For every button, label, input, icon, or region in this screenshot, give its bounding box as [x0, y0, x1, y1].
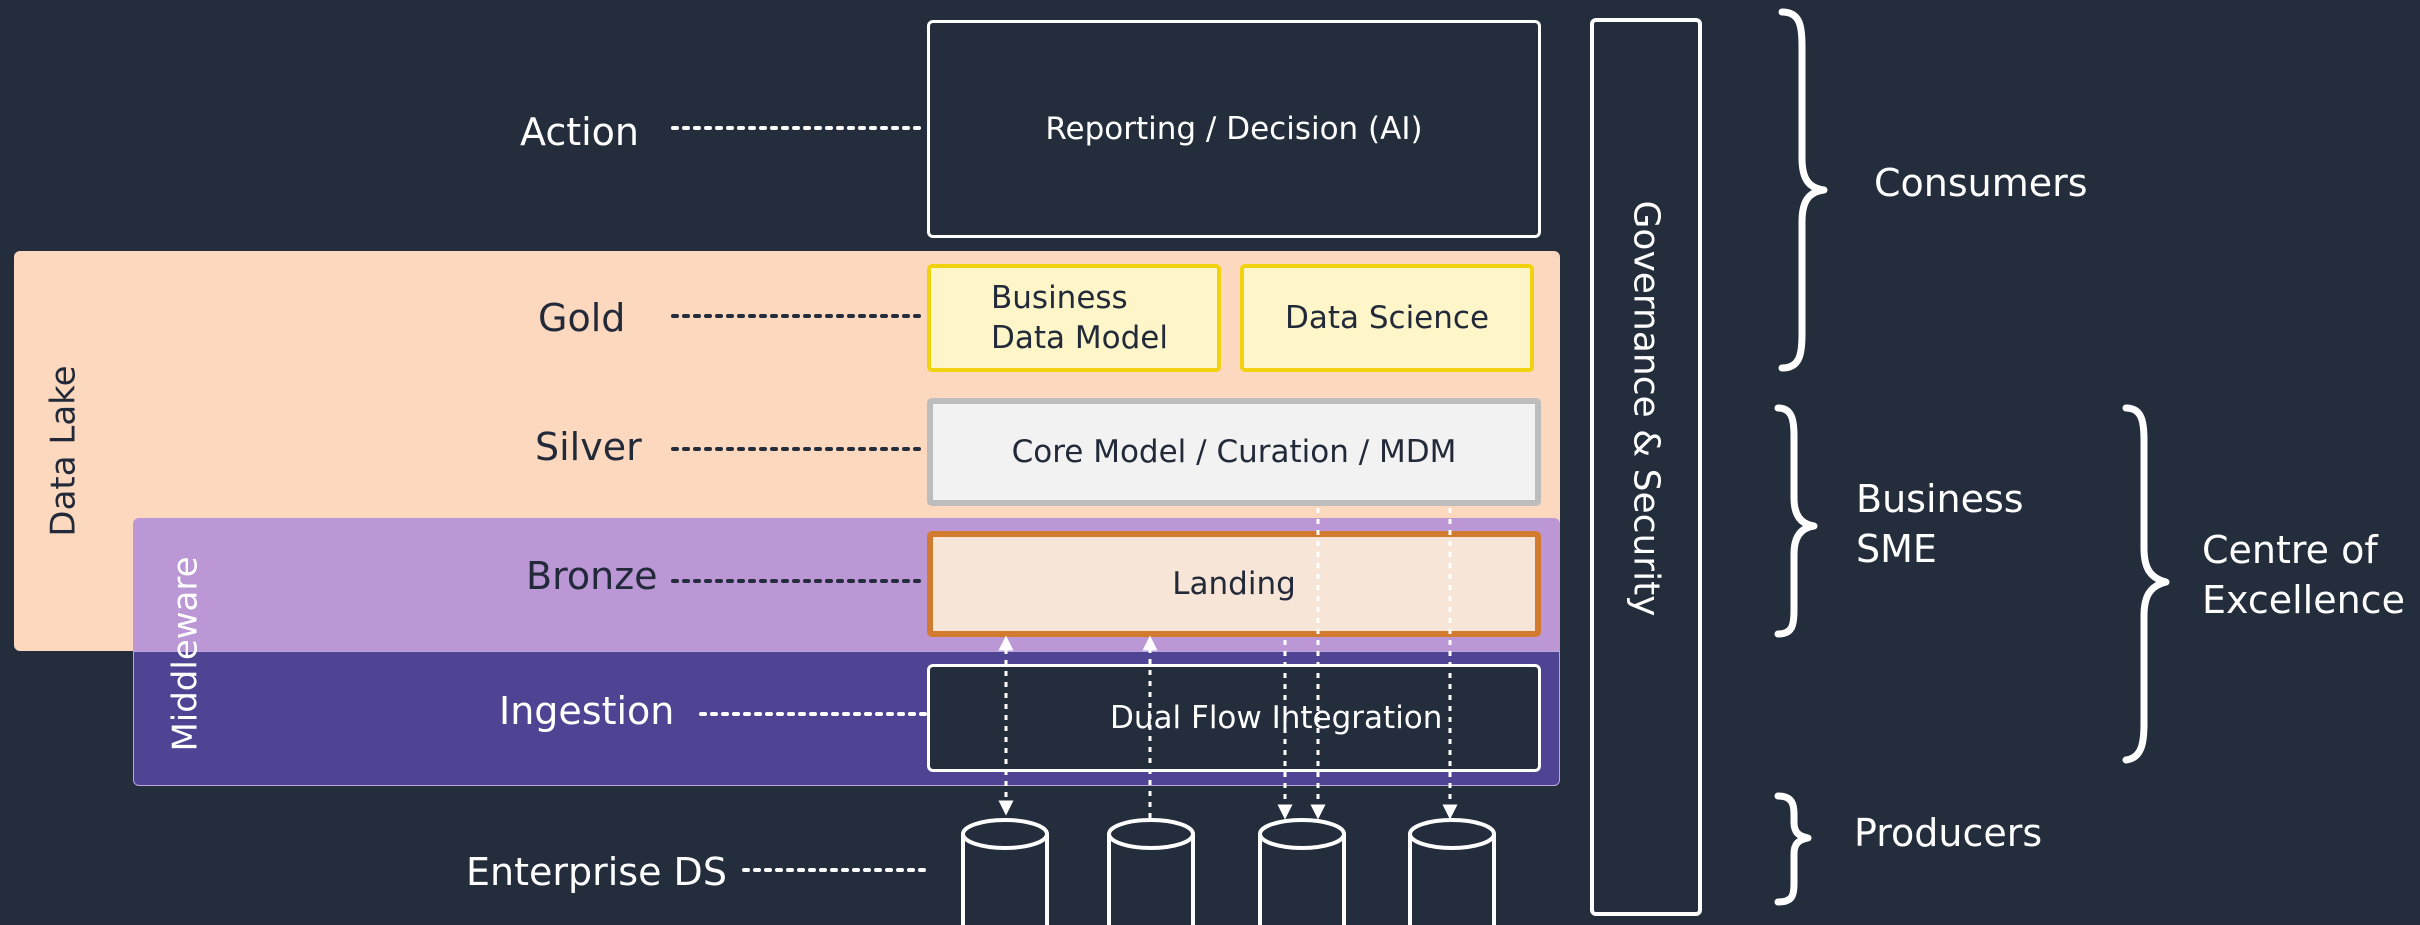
- database-icon: [961, 818, 1049, 925]
- producers-brace-icon: [1774, 792, 1812, 906]
- reporting-decision-box: Reporting / Decision (AI): [927, 20, 1541, 238]
- layer-label-gold-wrap: Gold: [538, 290, 625, 346]
- middleware-title: Middleware: [166, 556, 207, 752]
- database-icon: [1408, 818, 1496, 925]
- layer-label-gold: Gold: [538, 296, 626, 340]
- layer-label-bronze-wrap: Bronze: [526, 548, 658, 604]
- core-model-label: Core Model / Curation / MDM: [1011, 434, 1457, 470]
- dual-flow-integration-box: Dual Flow Integration: [927, 664, 1541, 772]
- layer-label-action: Action: [520, 110, 640, 154]
- business-sme-brace-icon: [1774, 404, 1818, 638]
- layer-label-ingestion: Ingestion: [499, 689, 675, 733]
- governance-security-label: Governance & Security: [1625, 200, 1667, 616]
- centre-of-excellence-line2: Excellence: [2202, 578, 2405, 623]
- layer-label-enterprise-ds-wrap: Enterprise DS: [466, 844, 727, 900]
- middleware-title-wrap: Middleware: [96, 556, 276, 751]
- business-sme-line1: Business: [1856, 477, 2024, 521]
- database-icon: [1107, 818, 1195, 925]
- consumers-label: Consumers: [1874, 161, 2088, 205]
- business-data-model-line1: Business: [991, 279, 1128, 316]
- data-science-box: Data Science: [1240, 264, 1534, 372]
- centre-of-excellence-line1: Centre of: [2202, 528, 2378, 572]
- database-icon: [1258, 818, 1346, 925]
- layer-label-enterprise-ds: Enterprise DS: [466, 850, 727, 894]
- landing-label: Landing: [1172, 566, 1296, 602]
- data-lake-title: Data Lake: [44, 365, 85, 537]
- centre-of-excellence-brace-icon: [2122, 404, 2170, 764]
- layer-label-bronze: Bronze: [526, 554, 658, 598]
- data-lake-title-wrap: Data Lake: [0, 365, 144, 536]
- layer-label-silver-wrap: Silver: [535, 419, 642, 475]
- data-science-label: Data Science: [1284, 300, 1490, 336]
- business-data-model-line2: Data Model: [991, 320, 1168, 356]
- layer-label-ingestion-wrap: Ingestion: [499, 683, 674, 739]
- dual-flow-integration-label: Dual Flow Integration: [1110, 700, 1443, 736]
- producers-label: Producers: [1854, 811, 2043, 855]
- business-sme-label: Business SME: [1856, 474, 2024, 574]
- core-model-box: Core Model / Curation / MDM: [927, 398, 1541, 506]
- governance-security-box: Governance & Security: [1590, 18, 1702, 916]
- consumers-brace-icon: [1778, 8, 1828, 372]
- layer-label-action-wrap: Action: [520, 104, 639, 160]
- centre-of-excellence-label: Centre of Excellence: [2202, 525, 2405, 625]
- business-sme-line2: SME: [1856, 527, 1937, 572]
- business-data-model-box: Business Data Model: [927, 264, 1221, 372]
- landing-box: Landing: [927, 531, 1541, 637]
- reporting-decision-label: Reporting / Decision (AI): [1045, 111, 1423, 147]
- layer-label-silver: Silver: [535, 425, 642, 469]
